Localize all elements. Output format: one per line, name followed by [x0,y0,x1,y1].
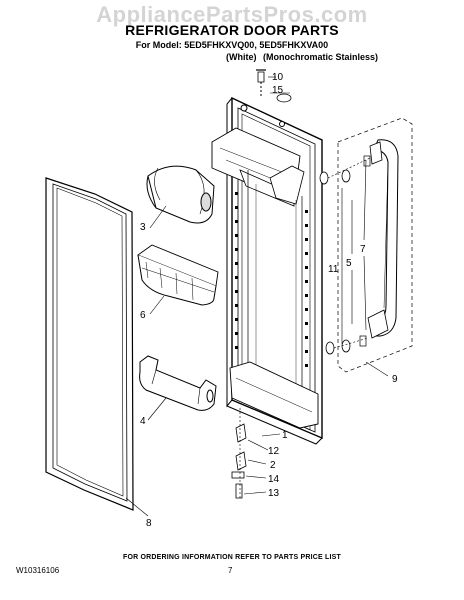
document-number: W10316106 [16,566,60,575]
watermark: AppliancePartsPros.com [96,2,368,27]
door-handle [371,139,399,337]
callout-12: 12 [268,446,280,457]
callout-8: 8 [146,518,152,529]
callout-5: 5 [346,258,352,269]
callout-7: 7 [360,244,366,255]
handle-frame [337,117,413,373]
callout-14: 14 [268,474,280,485]
door-bin [137,244,219,306]
variant-stainless: (Monochromatic Stainless) [262,52,379,62]
bottom-hinge-parts [231,408,247,500]
dispenser-cover [146,165,215,224]
callout-10: 10 [272,72,284,83]
leader-lines [125,76,389,517]
callout-6: 6 [140,310,146,321]
callout-15: 15 [272,85,284,96]
door-shelf-slots [235,192,308,367]
callouts: 10 15 3 11 5 7 6 9 4 1 12 2 14 13 8 [140,72,398,529]
page-number: 7 [228,566,233,575]
ordering-note: FOR ORDERING INFORMATION REFER TO PARTS … [122,554,342,561]
door-assembly [211,96,323,445]
callout-1: 1 [282,430,288,441]
callout-2: 2 [270,460,276,471]
handle-mounts [319,141,389,355]
variant-line: (White) (Monochromatic Stainless) [0,52,464,62]
top-hinge-parts [256,69,292,103]
page-title: REFRIGERATOR DOOR PARTS [125,22,339,38]
callout-13: 13 [268,488,280,499]
model-line: For Model: 5ED5FHKXVQ00, 5ED5FHKXVA00 [135,40,329,50]
callout-3: 3 [140,222,146,233]
callout-11: 11 [328,264,339,275]
variant-white: (White) [225,52,257,62]
door-gasket [45,177,134,511]
door-shelf [139,355,217,411]
callout-9: 9 [392,374,398,385]
handle-screws [327,157,371,349]
callout-4: 4 [140,416,146,427]
